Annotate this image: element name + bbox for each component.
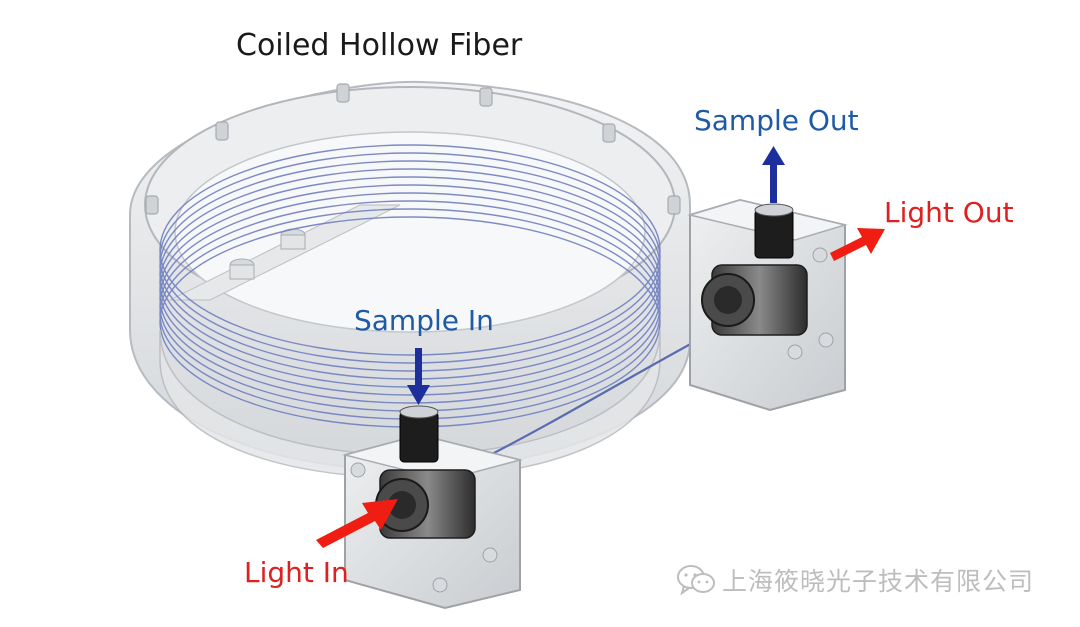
sample-out-arrow	[762, 146, 785, 203]
wechat-icon	[677, 565, 715, 596]
watermark: 上海筱晓光子技术有限公司	[676, 562, 1034, 598]
output-block	[687, 198, 848, 412]
light-in-arrow	[316, 499, 398, 548]
sample-in-arrow	[407, 348, 430, 405]
fiber-coil	[159, 144, 661, 428]
light-out-label: Light Out	[884, 196, 1014, 229]
diagram-title: Coiled Hollow Fiber	[236, 28, 523, 63]
input-block	[342, 405, 523, 610]
light-in-label: Light In	[244, 556, 349, 589]
sample-in-label: Sample In	[354, 304, 494, 337]
watermark-text: 上海筱晓光子技术有限公司	[722, 567, 1035, 596]
light-out-arrow	[830, 228, 885, 261]
sample-out-label: Sample Out	[694, 104, 859, 137]
